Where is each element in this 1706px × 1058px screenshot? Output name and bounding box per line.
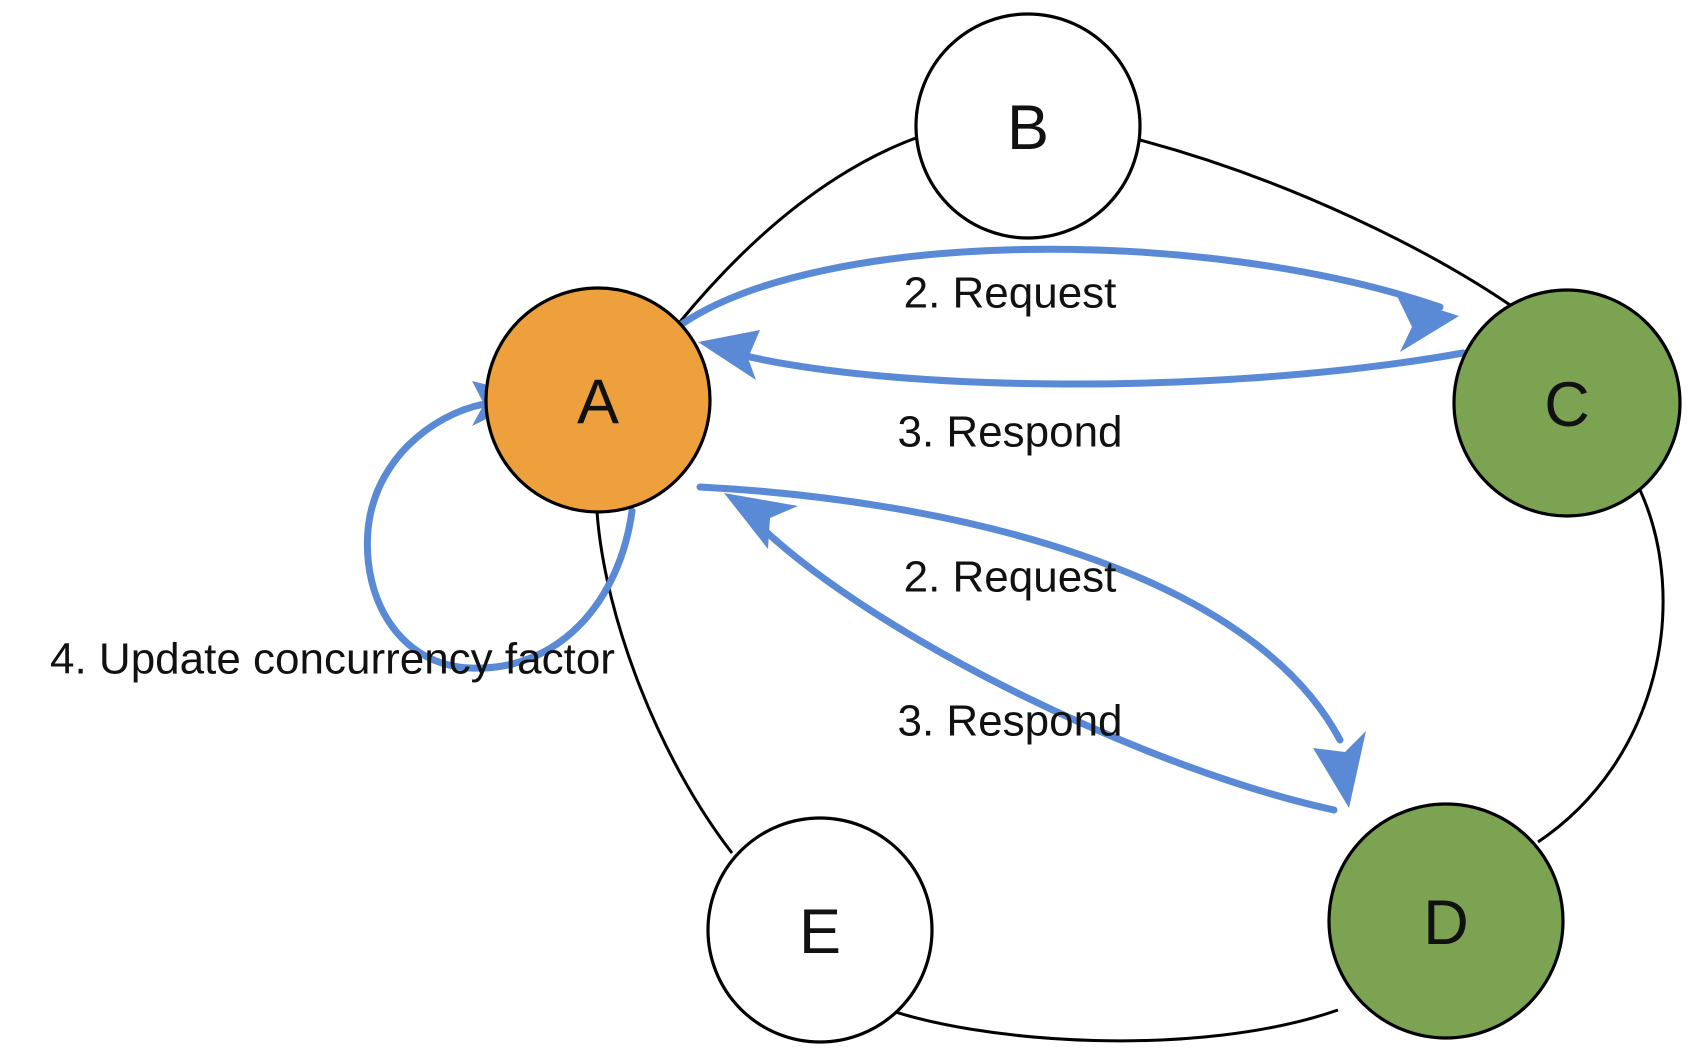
node-B[interactable]: B: [914, 12, 1142, 240]
message-edge-a-self-loop-path: [363, 400, 636, 672]
nodes-group: A B C D E: [484, 12, 1682, 1044]
node-A[interactable]: A: [484, 286, 712, 514]
node-C-circle: [1452, 288, 1682, 518]
node-D-label: D: [1423, 888, 1469, 958]
edge-label-c-to-a: 3. Respond: [897, 408, 1122, 457]
node-B-label: B: [1007, 93, 1049, 163]
node-B-circle: [914, 12, 1142, 240]
edge-label-a-self-loop: 4. Update concurrency factor: [50, 635, 615, 684]
node-D[interactable]: D: [1327, 802, 1565, 1040]
message-edge-c-to-a-path: [714, 345, 1467, 388]
edge-label-a-to-c: 2. Request: [904, 269, 1117, 318]
arrow-head-d-to-a: [724, 493, 798, 549]
arrow-head-a-to-d: [1313, 731, 1366, 808]
node-E-circle: [706, 816, 934, 1044]
ring-edge-d-e: [874, 1003, 1339, 1043]
node-A-label: A: [577, 367, 619, 437]
arrow-head-a-to-c: [1397, 296, 1459, 352]
node-C-label: C: [1544, 370, 1590, 440]
node-D-circle: [1327, 802, 1565, 1040]
ring-edge-b-c: [1139, 138, 1514, 309]
message-edge-a-to-c[interactable]: [678, 245, 1459, 352]
message-edge-a-to-c-path: [678, 245, 1444, 328]
ring-edge-e-a: [595, 511, 734, 854]
node-E-label: E: [799, 897, 841, 967]
message-edge-d-to-a[interactable]: [724, 493, 1338, 814]
edge-labels-group: 2. Request 3. Respond 2. Request 3. Resp…: [50, 269, 1123, 746]
node-E[interactable]: E: [706, 816, 934, 1044]
ring-edge-c-d: [1537, 489, 1665, 844]
node-C[interactable]: C: [1452, 288, 1682, 518]
message-edge-a-to-d[interactable]: [696, 483, 1366, 808]
message-edge-c-to-a[interactable]: [698, 330, 1467, 388]
node-A-circle: [484, 286, 712, 514]
edge-label-a-to-d: 2. Request: [904, 553, 1117, 602]
message-edge-d-to-a-path: [756, 522, 1338, 814]
edge-label-d-to-a: 3. Respond: [897, 697, 1122, 746]
message-edge-a-to-d-path: [696, 483, 1344, 744]
arrow-head-c-to-a: [698, 330, 760, 380]
